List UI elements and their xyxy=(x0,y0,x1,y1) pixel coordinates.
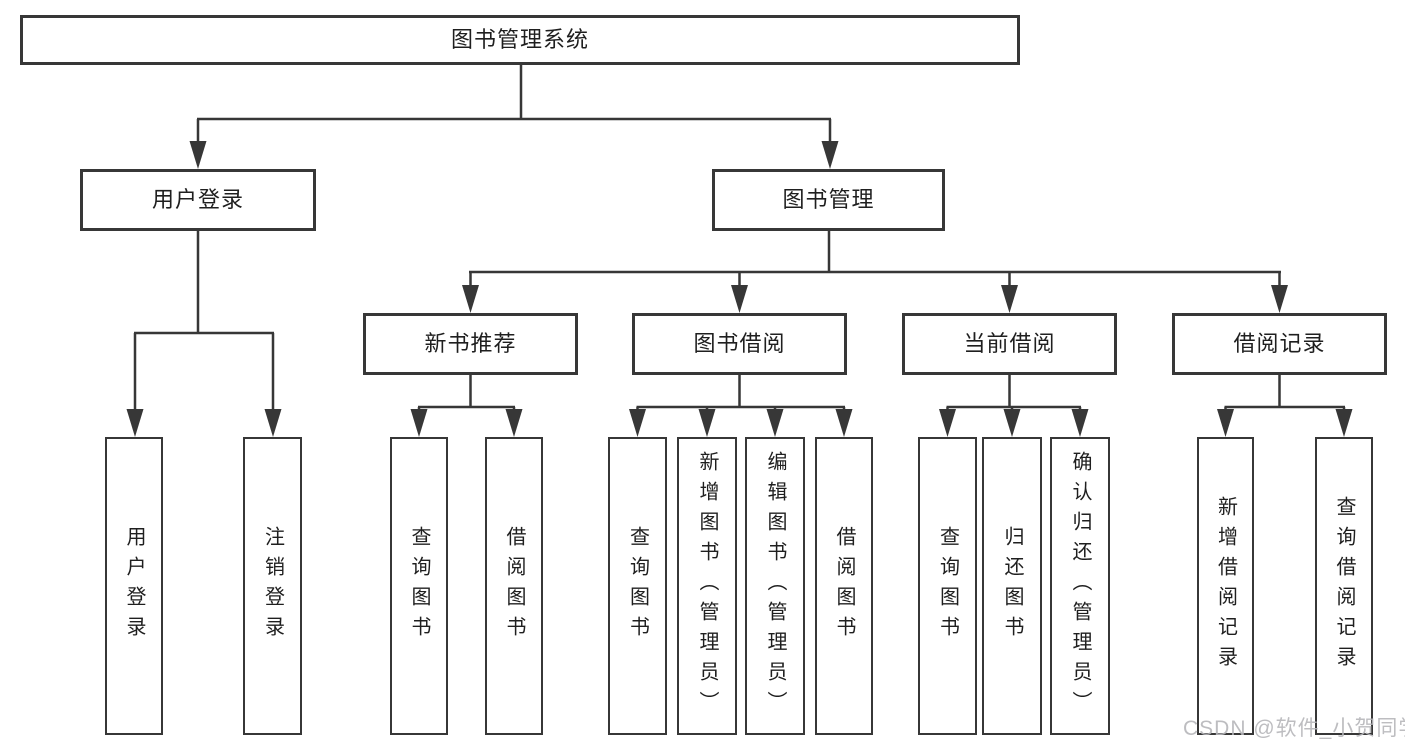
leaf-logout: 注销登录 xyxy=(243,437,302,735)
leaf-query-books: 查询图书 xyxy=(608,437,667,735)
leaf-borrow-books: 借阅图书 xyxy=(815,437,873,735)
leaf-borrow-books: 借阅图书 xyxy=(485,437,543,735)
node-new-book-recommendation: 新书推荐 xyxy=(363,313,578,375)
leaf-user-login: 用户登录 xyxy=(105,437,163,735)
leaf-query-books: 查询图书 xyxy=(918,437,977,735)
leaf-query-books: 查询图书 xyxy=(390,437,448,735)
watermark: CSDN @软件_小贺同学 xyxy=(1183,717,1405,740)
leaf-add-book-admin: 新增图书（管理员） xyxy=(677,437,737,735)
leaf-edit-book-admin: 编辑图书（管理员） xyxy=(745,437,805,735)
node-user-login: 用户登录 xyxy=(80,169,316,231)
node-book-borrowing: 图书借阅 xyxy=(632,313,847,375)
node-current-borrowing: 当前借阅 xyxy=(902,313,1117,375)
node-book-management: 图书管理 xyxy=(712,169,945,231)
leaf-return-books: 归还图书 xyxy=(982,437,1042,735)
leaf-confirm-return-admin: 确认归还（管理员） xyxy=(1050,437,1110,735)
leaf-add-borrow-record: 新增借阅记录 xyxy=(1197,437,1254,735)
node-library-management-system: 图书管理系统 xyxy=(20,15,1020,65)
leaf-query-borrow-record: 查询借阅记录 xyxy=(1315,437,1373,735)
node-borrowing-records: 借阅记录 xyxy=(1172,313,1387,375)
